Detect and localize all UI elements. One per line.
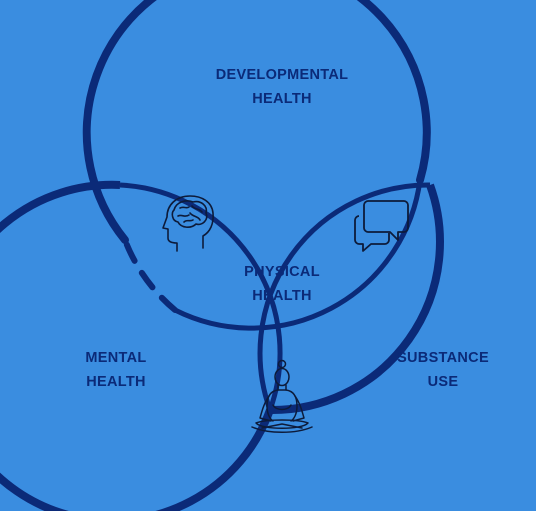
chat-bubbles-icon (354, 200, 409, 252)
meditation-person-icon (251, 359, 313, 433)
developmental-label-line2: HEALTH (252, 91, 312, 107)
mental-label-line2: HEALTH (86, 374, 146, 390)
substance-label-line2: USE (428, 374, 459, 390)
brain-head-icon (162, 195, 214, 252)
mental-label-line1: MENTAL (85, 350, 146, 366)
physical-label-line2: HEALTH (252, 288, 312, 304)
developmental-label-line1: DEVELOPMENTAL (216, 67, 349, 83)
substance-use-circle (257, 182, 444, 415)
physical-label-line1: PHYSICAL (244, 264, 320, 280)
substance-label-line1: SUBSTANCE (397, 350, 489, 366)
